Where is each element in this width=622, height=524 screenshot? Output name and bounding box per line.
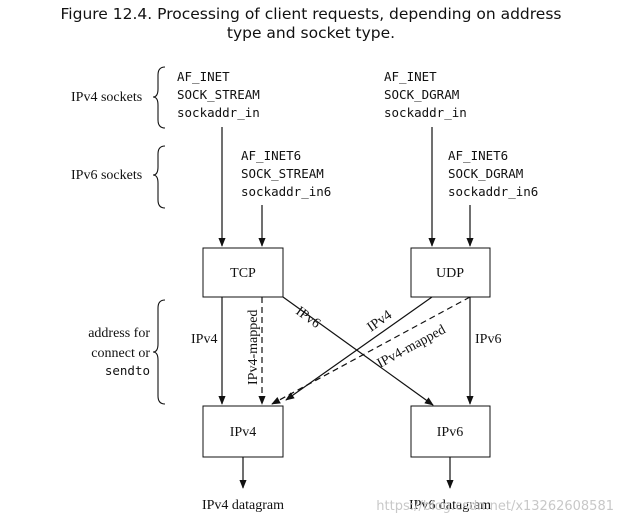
edge-label-tcp-ipv6: IPv6 (293, 304, 323, 332)
v6-udp-type: SOCK_DGRAM (448, 166, 523, 181)
ipv6-sockets-label: IPv6 sockets (71, 168, 142, 183)
v6-udp-addr: sockaddr_in6 (448, 184, 538, 199)
figure-caption-line1: Figure 12.4. Processing of client reques… (61, 5, 562, 23)
v6-tcp-addr: sockaddr_in6 (241, 184, 331, 199)
watermark-text: https://blog.csdn.net/x13262608581 (376, 499, 614, 514)
ipv4-sockets-brace (152, 66, 166, 129)
udp-box (410, 247, 491, 298)
v6-tcp-family: AF_INET6 (241, 148, 301, 163)
v6-tcp-type: SOCK_STREAM (241, 166, 324, 181)
v4-tcp-family: AF_INET (177, 69, 230, 84)
ipv4-datagram-label: IPv4 datagram (202, 498, 284, 513)
edge-label-udp-ipv6: IPv6 (475, 332, 501, 347)
address-brace (152, 299, 166, 405)
tcp-box (202, 247, 284, 298)
v6-udp-family: AF_INET6 (448, 148, 508, 163)
ipv6-datagram-label: IPv6 datagram (409, 498, 491, 513)
arrow-udp-ipv4-mapped (271, 296, 471, 405)
figure-caption-line2: type and socket type. (227, 24, 395, 42)
sendto-label: sendto (105, 363, 150, 378)
ipv6-box-label: IPv6 (437, 425, 463, 440)
udp-box-label: UDP (436, 266, 464, 281)
v4-tcp-addr: sockaddr_in (177, 105, 260, 120)
edge-label-tcp-ipv4: IPv4 (191, 332, 217, 347)
arrow-tcp-ipv6 (282, 296, 434, 406)
v4-udp-addr: sockaddr_in (384, 105, 467, 120)
tcp-box-label: TCP (230, 266, 256, 281)
v4-udp-type: SOCK_DGRAM (384, 87, 459, 102)
v4-udp-family: AF_INET (384, 69, 437, 84)
ipv4-box-label: IPv4 (230, 425, 256, 440)
edge-label-udp-ipv4: IPv4 (365, 308, 395, 336)
ipv6-sockets-brace (152, 145, 166, 209)
address-for-label: address for (88, 326, 150, 341)
ipv4-sockets-label: IPv4 sockets (71, 90, 142, 105)
edge-label-tcp-ipv4-mapped: IPv4-mapped (246, 310, 261, 385)
connect-or-label: connect or (91, 346, 150, 361)
v4-tcp-type: SOCK_STREAM (177, 87, 260, 102)
